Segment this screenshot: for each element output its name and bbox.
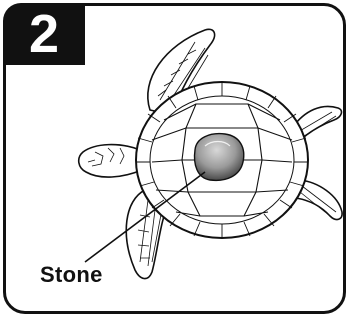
stone-callout-label: Stone <box>40 262 103 288</box>
step-number-badge: 2 <box>3 3 85 65</box>
